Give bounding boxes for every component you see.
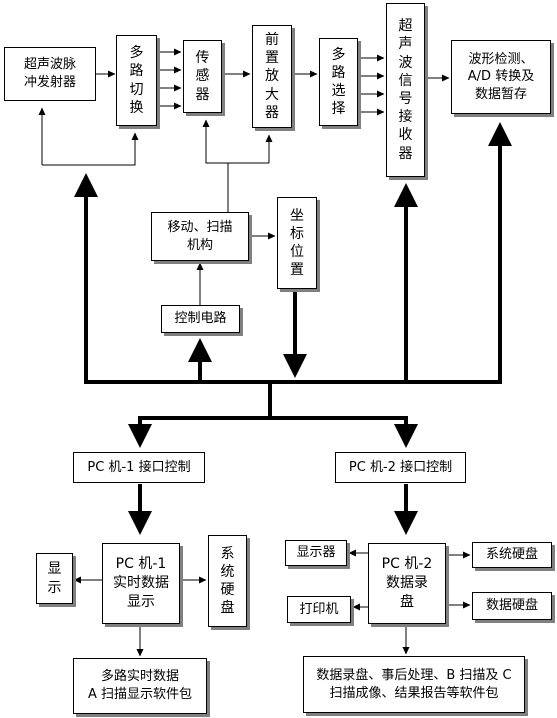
pc1-realtime-display-box: PC 机-1 实时数据 显示	[102, 543, 180, 624]
control-circuit-box: 控制电路	[161, 305, 240, 333]
line-scan-to-sensor	[202, 119, 229, 212]
data-disk-box: 数据硬盘	[472, 592, 552, 620]
pc1-interface-box: PC 机-1 接口控制	[73, 452, 205, 483]
system-disk-2-box: 系统硬盘	[472, 542, 552, 568]
mux-switch-box: 多 路 切 换	[116, 35, 157, 126]
display-1-box: 显 示	[36, 553, 73, 604]
printer-box: 打印机	[287, 596, 351, 623]
software-package-1-box: 多路实时数据 A 扫描显示软件包	[73, 658, 207, 714]
system-disk-1-box: 系 统 硬 盘	[208, 535, 247, 627]
sensor-box: 传 感 器	[183, 40, 222, 113]
ultrasonic-receiver-box: 超 声 波 信 号 接 收 器	[386, 3, 425, 177]
software-package-2-box: 数据录盘、事后处理、B 扫描及 C 扫描成像、结果报告等软件包	[303, 656, 525, 713]
pc2-data-record-box: PC 机-2 数据录 盘	[368, 543, 446, 624]
preamp-box: 前 置 放 大 器	[252, 25, 292, 128]
display-2-box: 显示器	[285, 540, 347, 566]
mux-select-box: 多 路 选 择	[319, 38, 358, 126]
pc2-interface-box: PC 机-2 接口控制	[335, 452, 466, 483]
pulse-emitter-box: 超声波脉 冲发射器	[4, 47, 96, 101]
scan-mechanism-box: 移动、扫描 机构	[151, 212, 249, 261]
coordinate-position-box: 坐 标 位 置	[277, 197, 317, 289]
waveform-ad-box: 波形检测、 A/D 转换及 数据暂存	[451, 40, 551, 114]
